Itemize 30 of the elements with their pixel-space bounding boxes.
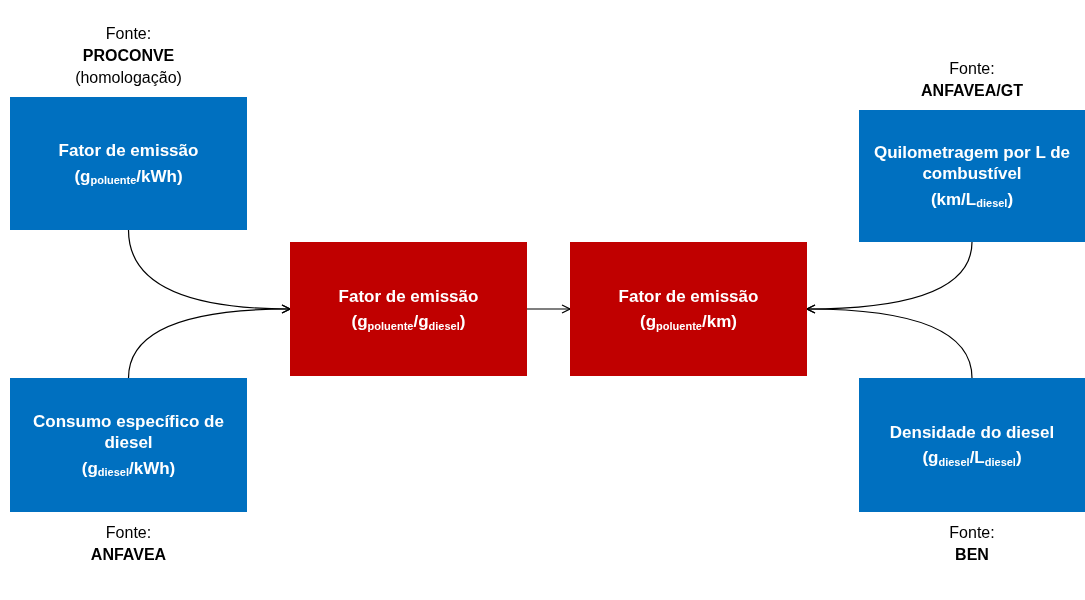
curved-arrow bbox=[526, 304, 571, 314]
source-name: ANFAVEA bbox=[90, 545, 167, 565]
unit-label: (g$_{diesel}$/L$_{diesel}$) bbox=[922, 447, 1022, 469]
unit-label: (km/L$_{diesel}$) bbox=[930, 188, 1014, 210]
source-name: (homologação) bbox=[75, 68, 182, 88]
process-box bbox=[290, 242, 527, 376]
box-title: Consumo específico de diesel bbox=[32, 411, 225, 454]
process-box bbox=[570, 242, 807, 376]
unit-label: (g$_{diesel}$/kWh) bbox=[81, 457, 176, 479]
source-label: Fonte: bbox=[105, 24, 152, 44]
process-box bbox=[10, 97, 247, 230]
unit-label: (g$_{poluente}$/kWh) bbox=[74, 165, 183, 187]
box-title: Fator de emissão bbox=[58, 140, 199, 162]
unit-label: (g$_{poluente}$/km) bbox=[640, 311, 737, 333]
source-label: Fonte: bbox=[105, 523, 152, 543]
box-title: Fator de emissão bbox=[338, 285, 479, 307]
process-box bbox=[859, 110, 1085, 242]
box-title: Quilometragem por L de combustível bbox=[872, 142, 1072, 185]
curved-arrow bbox=[127, 304, 291, 379]
unit-label: (g$_{poluente}$/g$_{diesel}$) bbox=[351, 311, 466, 333]
box-title: Densidade do diesel bbox=[889, 421, 1055, 443]
source-label: Fonte: bbox=[949, 523, 995, 543]
source-name: ANFAVEA/GT bbox=[921, 81, 1023, 101]
process-box bbox=[10, 378, 247, 512]
source-label: Fonte: bbox=[949, 59, 995, 79]
source-name: PROCONVE bbox=[82, 46, 175, 66]
source-name: BEN bbox=[955, 545, 989, 565]
box-title: Fator de emissão bbox=[618, 285, 759, 307]
process-box bbox=[859, 378, 1085, 512]
curved-arrow bbox=[806, 304, 973, 379]
